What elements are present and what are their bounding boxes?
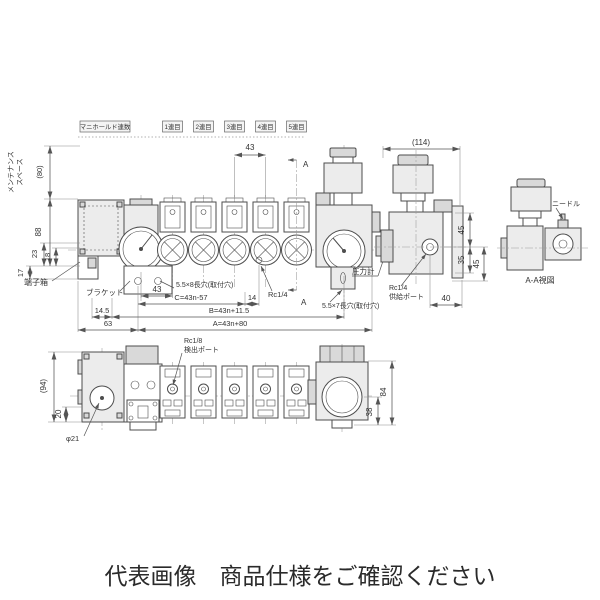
detect-port-label-2: 検出ポート bbox=[184, 345, 219, 354]
manifold-stations bbox=[157, 197, 312, 266]
gauge-needle bbox=[140, 234, 153, 250]
bottom-station-5 bbox=[283, 365, 310, 419]
station-3 bbox=[219, 197, 250, 266]
aa-view: ニードル A-A視図 bbox=[497, 178, 588, 285]
slot7-note: 5.5×7長穴(取付穴) bbox=[322, 301, 379, 310]
rc14-label: Rc1/4 bbox=[268, 290, 288, 299]
aa-view-title: A-A視図 bbox=[525, 276, 554, 285]
side-view: (114) 45 35 45 40 Rc1/4 供給ポート bbox=[374, 138, 488, 308]
dim-38: 38 bbox=[365, 407, 374, 416]
bottom-station-2 bbox=[190, 365, 217, 419]
dim-20: 20 bbox=[54, 409, 63, 418]
dim-45-bottom: 45 bbox=[472, 259, 481, 268]
caption-text: 代表画像 商品仕様をご確認ください bbox=[105, 563, 496, 589]
bracket-label: ブラケット bbox=[86, 287, 124, 297]
terminal-box bbox=[77, 199, 125, 280]
bottom-dimensions: (94) 20 38 84 bbox=[39, 351, 396, 426]
station-header-row: マニホールド連数 1連目 2連目 3連目 4連目 5連目 bbox=[78, 120, 307, 138]
manifold-legend-box bbox=[79, 120, 131, 133]
dim-94: (94) bbox=[39, 379, 48, 394]
supply-port-label-1: Rc1/4 bbox=[389, 285, 407, 292]
section-line: A A bbox=[288, 158, 309, 307]
front-view: マニホールド連数 1連目 2連目 3連目 4連目 5連目 bbox=[7, 120, 387, 333]
pressure-gauge-label: 圧力計 bbox=[352, 266, 375, 276]
dim-14-5: 14.5 bbox=[95, 306, 110, 315]
station-label-4: 4連目 bbox=[257, 122, 273, 131]
detect-port-label-1: Rc1/8 bbox=[184, 338, 202, 345]
bottom-station-4 bbox=[252, 365, 279, 419]
bottom-right-unit bbox=[307, 345, 369, 429]
maintenance-space-label-2: スペース bbox=[16, 158, 24, 185]
dim-17: 17 bbox=[16, 269, 25, 277]
slot8-note: 5.5×8長穴(取付穴) bbox=[176, 280, 233, 289]
front-top-dimension: 43 bbox=[234, 143, 266, 197]
bottom-gauge-module bbox=[123, 345, 163, 431]
section-label-bottom: A bbox=[301, 298, 307, 307]
dim-b-formula: B=43n+11.5 bbox=[209, 306, 249, 315]
maintenance-space-label-1: メンテナンス bbox=[7, 151, 15, 193]
end-foot bbox=[330, 266, 356, 290]
station-2 bbox=[188, 197, 219, 266]
dim-c-formula: C=43n-57 bbox=[174, 293, 207, 302]
section-label-top: A bbox=[303, 160, 309, 169]
side-body bbox=[374, 150, 468, 285]
bottom-stations bbox=[159, 365, 310, 419]
right-end-unit bbox=[315, 147, 381, 290]
dim-45-top: 45 bbox=[457, 225, 466, 234]
gauge-module bbox=[118, 198, 173, 295]
side-dimensions: (114) 45 35 45 40 bbox=[382, 138, 488, 308]
dim-18: 18 bbox=[43, 253, 52, 261]
needle-label: ニードル bbox=[552, 201, 580, 208]
dim-80: (80) bbox=[35, 165, 44, 179]
side-gauge-block bbox=[380, 229, 394, 263]
phi21-label: φ21 bbox=[66, 434, 79, 443]
dim-43-bottom: 43 bbox=[153, 285, 162, 294]
dim-114: (114) bbox=[412, 138, 430, 147]
dim-35: 35 bbox=[457, 255, 466, 264]
dim-23: 23 bbox=[30, 250, 39, 258]
dim-84: 84 bbox=[379, 387, 388, 396]
aa-body bbox=[497, 178, 588, 271]
station-label-5: 5連目 bbox=[288, 122, 304, 131]
station-label-3: 3連目 bbox=[226, 122, 242, 131]
manifold-legend-label: マニホールド連数 bbox=[80, 122, 131, 131]
rc14-port bbox=[255, 256, 263, 264]
front-left-dimensions: メンテナンス スペース (80) 88 23 18 17 bbox=[7, 145, 80, 280]
dim-a-formula: A=43n+80 bbox=[213, 319, 248, 328]
supply-port-callout: Rc1/4 供給ポート bbox=[389, 253, 427, 301]
bottom-callouts: φ21 Rc1/8 検出ポート bbox=[66, 338, 219, 443]
dim-88: 88 bbox=[34, 227, 43, 236]
mounting-flange bbox=[451, 205, 464, 279]
bracket-plate bbox=[123, 265, 173, 295]
end-gauge-needle bbox=[332, 237, 345, 252]
dim-43-top: 43 bbox=[246, 143, 255, 152]
needle-nipple bbox=[557, 219, 569, 229]
station-label-1: 1連目 bbox=[164, 122, 180, 131]
bottom-view: (94) 20 38 84 φ21 Rc1/8 検出ポート bbox=[39, 338, 396, 443]
station-1 bbox=[157, 197, 188, 266]
terminal-box-label: 端子箱 bbox=[24, 277, 48, 287]
front-bottom-dimensions: 43 C=43n-57 14 14.5 B=43n+11.5 63 A=43n+… bbox=[77, 265, 373, 333]
dim-40: 40 bbox=[442, 294, 451, 303]
bottom-left-block bbox=[77, 351, 125, 423]
station-label-2: 2連目 bbox=[195, 122, 211, 131]
supply-port-label-2: 供給ポート bbox=[389, 292, 424, 301]
bottom-station-3 bbox=[221, 365, 248, 419]
station-4 bbox=[250, 197, 281, 266]
bottom-station-1 bbox=[159, 365, 186, 419]
dim-63: 63 bbox=[104, 319, 112, 328]
dim-14: 14 bbox=[248, 293, 256, 302]
